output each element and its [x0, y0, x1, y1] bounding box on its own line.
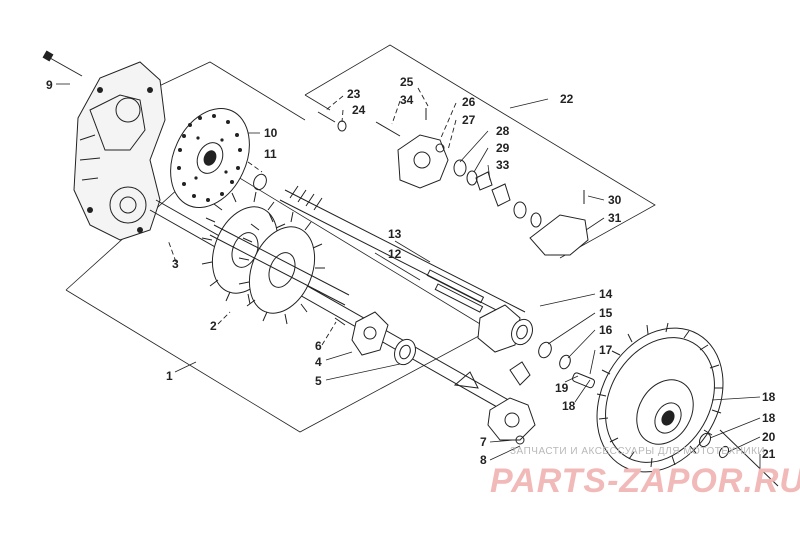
- bolt-22: [719, 429, 779, 487]
- callout-31: 30: [608, 193, 622, 207]
- callout-labels: 9 10 11 3 2 1 6 4 5 7 8 13 12 14 15 16 1…: [46, 75, 776, 467]
- callout-32: 31: [608, 211, 622, 225]
- group-frame-top: [139, 61, 306, 121]
- callout-9: 9: [46, 78, 53, 92]
- callout-33: 33: [496, 158, 510, 172]
- callout-30: 29: [496, 141, 510, 155]
- bolt-9: [42, 50, 83, 77]
- callout-5: 5: [315, 374, 322, 388]
- washer-16: [559, 354, 571, 370]
- callout-6: 6: [315, 339, 322, 353]
- callout-24: 23: [347, 87, 361, 101]
- seal-15: [538, 341, 552, 359]
- leader-lines: [56, 83, 761, 470]
- upper-shaft: [279, 185, 526, 323]
- callout-26: 25: [400, 75, 414, 89]
- callout-12: 12: [388, 247, 402, 261]
- callout-23: 22: [560, 92, 574, 106]
- watermark: ЗАПЧАСТИ И АКСЕССУАРЫ ДЛЯ МОТОТЕХНИКИ PA…: [490, 446, 800, 500]
- callout-2: 2: [210, 319, 217, 333]
- callout-27: 26: [462, 95, 476, 109]
- callout-13: 13: [388, 227, 402, 241]
- callout-29: 28: [496, 124, 510, 138]
- callout-11: 11: [264, 147, 277, 161]
- callout-34: 34: [400, 93, 414, 107]
- watermark-logo: PARTS-ZAPOR.RU: [490, 462, 800, 500]
- chaincase-housing: [73, 61, 166, 241]
- bearing-plate-right: [453, 371, 536, 445]
- spacer-17: [572, 372, 595, 389]
- upper-bearing-plate: [477, 304, 533, 386]
- callout-16: 16: [599, 323, 613, 337]
- callout-4: 4: [315, 355, 322, 369]
- bearing-5: [394, 338, 416, 366]
- brake-caliper-assembly: [317, 108, 589, 256]
- callout-17: 17: [599, 343, 613, 357]
- bearing-flange-4: [351, 311, 389, 356]
- drive-sprocket-2: [201, 191, 350, 325]
- watermark-caption: ЗАПЧАСТИ И АКСЕССУАРЫ ДЛЯ МОТОТЕХНИКИ: [510, 446, 765, 457]
- callout-19: 18: [762, 390, 776, 404]
- washer-11: [253, 173, 267, 191]
- callout-18-b: 18: [762, 411, 776, 425]
- callout-28: 27: [462, 113, 476, 127]
- callout-10: 10: [264, 126, 278, 140]
- washer-21: [718, 445, 730, 459]
- group-frame-23: [304, 44, 656, 259]
- callout-18-a: 18: [562, 399, 576, 413]
- callout-20: 19: [555, 381, 569, 395]
- callout-3: 3: [172, 257, 179, 271]
- brake-disc-10: [170, 107, 250, 209]
- callout-25: 24: [352, 103, 366, 117]
- callout-22: 21: [762, 447, 776, 461]
- callout-1: 1: [166, 369, 173, 383]
- pin-6: [334, 317, 346, 326]
- callout-14: 14: [599, 287, 613, 301]
- callout-8: 8: [480, 453, 487, 467]
- callout-7: 7: [480, 435, 487, 449]
- driven-pulley-19: [596, 322, 724, 473]
- callout-21: 20: [762, 430, 776, 444]
- callout-15: 15: [599, 306, 613, 320]
- washer-18-lower: [698, 432, 712, 448]
